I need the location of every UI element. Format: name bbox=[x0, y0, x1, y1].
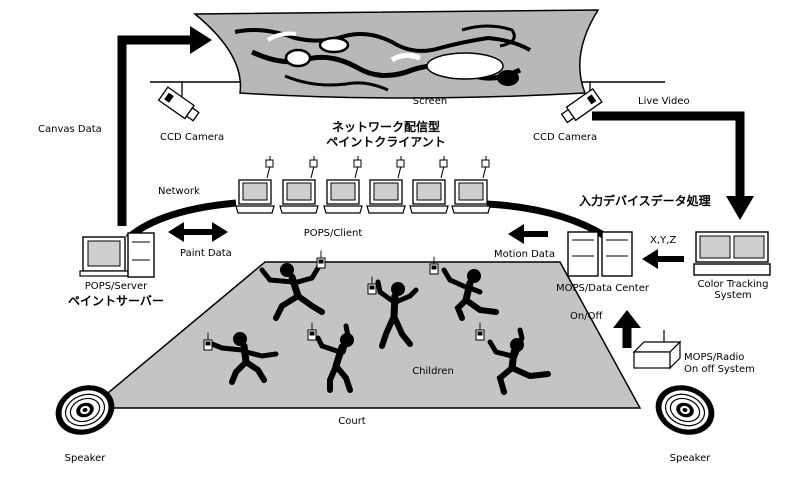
pops-server-computer-icon bbox=[79, 232, 155, 278]
ccd-camera-left-icon bbox=[157, 82, 200, 122]
live-video-arrow bbox=[592, 111, 745, 200]
mops-data-center-computer-icon bbox=[567, 231, 633, 277]
network-arc-right bbox=[486, 200, 607, 239]
mops-radio-line1: MOPS/Radio bbox=[684, 352, 745, 363]
paint-server-label: ペイントサーバー bbox=[68, 294, 164, 308]
pops-client-label: POPS/Client bbox=[303, 228, 363, 239]
mops-data-center-label: MOPS/Data Center bbox=[556, 283, 649, 294]
canvas-data-label: Canvas Data bbox=[38, 124, 102, 135]
paint-data-label: Paint Data bbox=[180, 248, 232, 259]
client-title-line1: ネットワーク配信型 bbox=[331, 120, 441, 134]
speaker-left-label: Speaker bbox=[64, 453, 106, 464]
child-figure-1 bbox=[259, 250, 326, 321]
pops-client-laptops bbox=[235, 155, 491, 214]
xyz-arrow bbox=[642, 249, 684, 269]
paint-data-double-arrow bbox=[168, 222, 228, 242]
court-label: Court bbox=[338, 416, 366, 427]
xyz-label: X,Y,Z bbox=[650, 235, 677, 246]
motion-data-label: Motion Data bbox=[494, 249, 555, 260]
canvas-data-arrow bbox=[117, 35, 195, 226]
child-figure-5 bbox=[307, 322, 354, 393]
mops-radio-box-icon bbox=[632, 330, 682, 370]
speaker-right-label: Speaker bbox=[669, 453, 711, 464]
color-tracking-line1: Color Tracking bbox=[697, 279, 769, 290]
children-figures bbox=[203, 250, 551, 395]
live-video-arrowhead bbox=[726, 196, 754, 220]
client-title-line2: ペイントクライアント bbox=[326, 135, 446, 149]
child-figure-2 bbox=[367, 276, 419, 349]
ccd-camera-left-label: CCD Camera bbox=[160, 132, 225, 143]
projection-screen bbox=[192, 9, 600, 99]
speaker-left-icon bbox=[48, 376, 122, 444]
ccd-camera-right-label: CCD Camera bbox=[533, 132, 598, 143]
on-off-label: On/Off bbox=[570, 311, 603, 322]
mops-radio-line2: On off System bbox=[684, 364, 755, 375]
canvas-data-arrowhead bbox=[190, 26, 212, 54]
ccd-camera-right-icon bbox=[560, 82, 603, 124]
pops-server-label: POPS/Server bbox=[84, 281, 148, 292]
child-figure-3 bbox=[429, 256, 499, 321]
court-floor bbox=[87, 261, 642, 409]
live-video-label: Live Video bbox=[638, 96, 690, 107]
speaker-right-icon bbox=[648, 376, 722, 444]
child-figure-6 bbox=[475, 322, 551, 395]
children-label: Children bbox=[412, 366, 454, 377]
network-label: Network bbox=[158, 186, 200, 197]
input-device-title: 入力デバイスデータ処理 bbox=[579, 194, 711, 208]
color-tracking-line2: System bbox=[714, 290, 752, 301]
motion-data-arrow bbox=[508, 224, 548, 244]
on-off-arrow bbox=[613, 310, 641, 348]
screen-label: Screen bbox=[412, 96, 448, 107]
child-figure-4 bbox=[203, 332, 279, 385]
color-tracking-system-icon bbox=[693, 231, 771, 276]
